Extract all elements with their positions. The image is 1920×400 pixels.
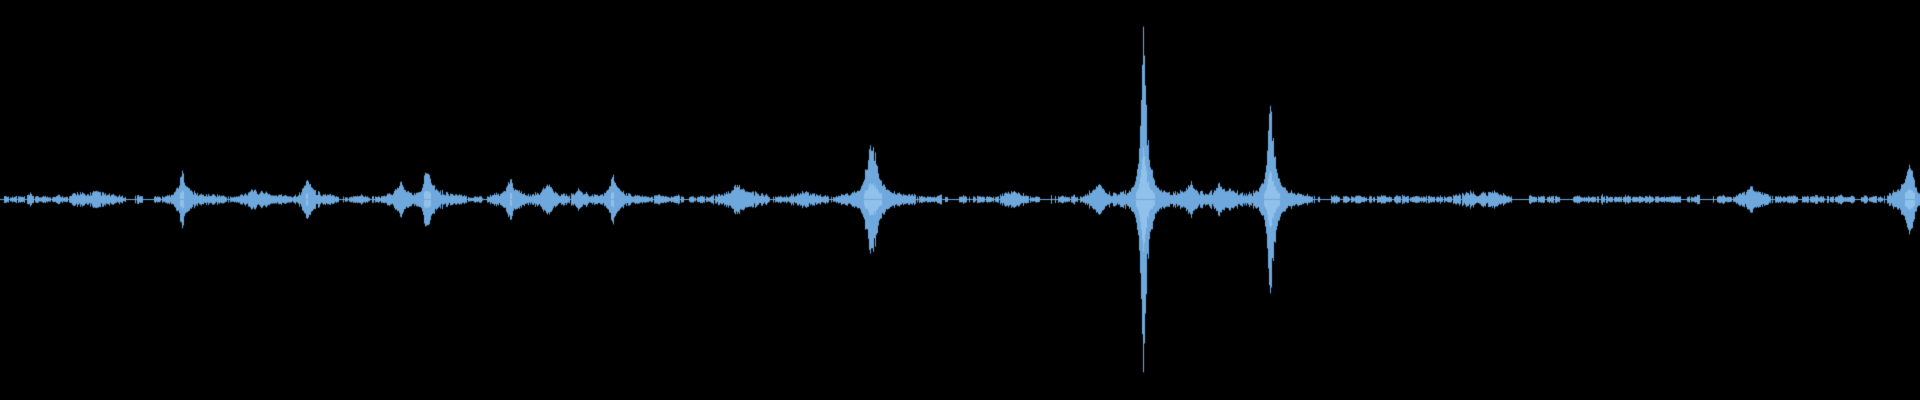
waveform-canvas[interactable] — [0, 0, 1920, 400]
audio-waveform-viewer[interactable] — [0, 0, 1920, 400]
